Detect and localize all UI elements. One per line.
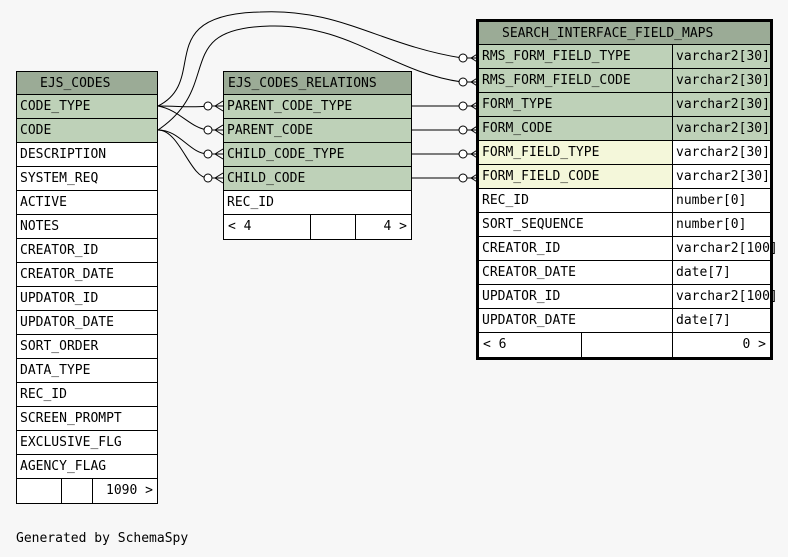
parent-count[interactable]: < 6 <box>483 337 507 352</box>
column-name: DESCRIPTION <box>20 147 107 162</box>
column-row[interactable]: REC_ID <box>17 383 157 407</box>
column-name: FORM_TYPE <box>482 97 553 112</box>
column-row[interactable]: CREATOR_DATE <box>17 263 157 287</box>
column-row[interactable]: SORT_ORDER <box>17 335 157 359</box>
column-name: ACTIVE <box>20 195 67 210</box>
column-row[interactable]: SORT_SEQUENCE number[0] <box>479 213 770 237</box>
column-type: date[7] <box>672 261 770 284</box>
child-count[interactable]: 1090 > <box>92 479 157 503</box>
table-ejs-codes-relations[interactable]: EJS_CODES_RELATIONS PARENT_CODE_TYPE PAR… <box>223 71 412 240</box>
child-count[interactable]: 0 > <box>672 333 770 357</box>
table-footer: 1090 > <box>17 479 157 503</box>
column-row[interactable]: CREATOR_DATE date[7] <box>479 261 770 285</box>
column-row[interactable]: PARENT_CODE_TYPE <box>224 95 411 119</box>
child-count[interactable]: 4 > <box>355 215 411 239</box>
column-name: CREATOR_DATE <box>482 265 576 280</box>
column-name: EXCLUSIVE_FLG <box>20 435 122 450</box>
column-row[interactable]: UPDATOR_ID varchar2[100] <box>479 285 778 309</box>
row-count <box>61 479 92 503</box>
column-name: RMS_FORM_FIELD_TYPE <box>482 49 631 64</box>
column-row[interactable]: CHILD_CODE_TYPE <box>224 143 411 167</box>
column-row[interactable]: FORM_CODE varchar2[30] <box>479 117 770 141</box>
column-row[interactable]: RMS_FORM_FIELD_CODE varchar2[30] <box>479 69 770 93</box>
generator-credit: Generated by SchemaSpy <box>16 531 189 546</box>
column-name: SCREEN_PROMPT <box>20 411 122 426</box>
table-footer: < 4 4 > <box>224 215 411 239</box>
row-count <box>581 333 672 357</box>
table-title[interactable]: EJS_CODES <box>17 72 157 95</box>
column-type: number[0] <box>672 213 770 236</box>
column-row[interactable]: SYSTEM_REQ <box>17 167 157 191</box>
column-name: RMS_FORM_FIELD_CODE <box>482 73 631 88</box>
column-row[interactable]: CREATOR_ID <box>17 239 157 263</box>
column-row[interactable]: AGENCY_FLAG <box>17 455 157 479</box>
column-type: varchar2[30] <box>672 45 770 68</box>
row-count <box>310 215 355 239</box>
column-name: UPDATOR_ID <box>20 291 99 306</box>
table-search-interface-field-maps[interactable]: SEARCH_INTERFACE_FIELD_MAPS RMS_FORM_FIE… <box>476 19 778 360</box>
column-name: CHILD_CODE_TYPE <box>227 147 345 162</box>
column-name: REC_ID <box>20 387 67 402</box>
column-name: PARENT_CODE <box>227 123 314 138</box>
column-name: FORM_FIELD_TYPE <box>479 141 672 164</box>
column-row[interactable]: UPDATOR_DATE <box>17 311 157 335</box>
column-name: REC_ID <box>227 195 274 210</box>
column-name: DATA_TYPE <box>20 363 91 378</box>
column-name: UPDATOR_ID <box>482 289 561 304</box>
column-name: NOTES <box>20 219 60 234</box>
column-row[interactable]: ACTIVE <box>17 191 157 215</box>
column-name: UPDATOR_DATE <box>20 315 114 330</box>
column-row[interactable]: REC_ID number[0] <box>479 189 770 213</box>
column-type: varchar2[100] <box>672 237 778 260</box>
column-name: REC_ID <box>482 193 529 208</box>
column-name: CREATOR_ID <box>20 243 99 258</box>
column-name: SORT_SEQUENCE <box>482 217 584 232</box>
column-row[interactable]: CHILD_CODE <box>224 167 411 191</box>
column-type: varchar2[30] <box>672 93 770 116</box>
table-footer: < 6 0 > <box>479 333 770 357</box>
column-name: SYSTEM_REQ <box>20 171 99 186</box>
column-name: CHILD_CODE <box>227 171 306 186</box>
parent-count[interactable]: < 4 <box>228 219 252 234</box>
column-name: FORM_FIELD_CODE <box>479 165 672 188</box>
column-type: varchar2[30] <box>672 141 770 164</box>
column-name: FORM_CODE <box>482 121 553 136</box>
column-type: varchar2[30] <box>672 69 770 92</box>
column-row[interactable]: DATA_TYPE <box>17 359 157 383</box>
column-row[interactable]: CODE_TYPE <box>17 95 157 119</box>
column-row[interactable]: NOTES <box>17 215 157 239</box>
table-title[interactable]: EJS_CODES_RELATIONS <box>224 72 411 95</box>
column-name: SORT_ORDER <box>20 339 99 354</box>
column-type: varchar2[30] <box>672 117 770 140</box>
column-name: CODE_TYPE <box>20 99 91 114</box>
parent-count[interactable] <box>17 479 61 503</box>
column-name: PARENT_CODE_TYPE <box>227 99 353 114</box>
column-name: CODE <box>20 123 52 138</box>
column-row[interactable]: PARENT_CODE <box>224 119 411 143</box>
column-name: CREATOR_DATE <box>20 267 114 282</box>
column-row[interactable]: DESCRIPTION <box>17 143 157 167</box>
column-row[interactable]: FORM_TYPE varchar2[30] <box>479 93 770 117</box>
column-type: number[0] <box>672 189 770 212</box>
column-name: UPDATOR_DATE <box>482 313 576 328</box>
column-row[interactable]: EXCLUSIVE_FLG <box>17 431 157 455</box>
column-name: CREATOR_ID <box>482 241 561 256</box>
column-row[interactable]: CODE <box>17 119 157 143</box>
column-row[interactable]: RMS_FORM_FIELD_TYPE varchar2[30] <box>479 45 770 69</box>
column-type: varchar2[100] <box>672 285 778 308</box>
column-row[interactable]: SCREEN_PROMPT <box>17 407 157 431</box>
column-row[interactable]: CREATOR_ID varchar2[100] <box>479 237 778 261</box>
column-name: AGENCY_FLAG <box>20 459 107 474</box>
column-type: date[7] <box>672 309 770 332</box>
column-row[interactable]: REC_ID <box>224 191 411 215</box>
column-type: varchar2[30] <box>672 165 770 188</box>
column-row[interactable]: UPDATOR_DATE date[7] <box>479 309 770 333</box>
column-row[interactable]: UPDATOR_ID <box>17 287 157 311</box>
table-ejs-codes[interactable]: EJS_CODES CODE_TYPE CODE DESCRIPTION SYS… <box>16 71 158 504</box>
table-title[interactable]: SEARCH_INTERFACE_FIELD_MAPS <box>479 22 770 45</box>
